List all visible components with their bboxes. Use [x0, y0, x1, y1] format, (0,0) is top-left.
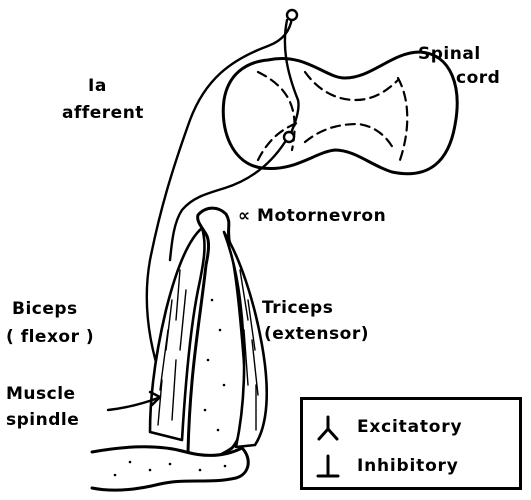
ia-afferent-label-line2: afferent — [62, 103, 144, 123]
legend-row-excitatory: Excitatory — [313, 413, 518, 443]
ia-afferent-label-line1: Ia — [88, 76, 107, 96]
triceps-label-line1: Triceps — [262, 298, 333, 318]
legend-box: Excitatory Inhibitory — [300, 397, 522, 490]
muscle-spindle-label-line2: spindle — [6, 410, 79, 430]
motorneuron-label: ∝ Motornevron — [238, 206, 386, 226]
spinal-cord-outline — [223, 52, 457, 174]
spinal-cord-label-line2: cord — [456, 68, 500, 88]
synapse-circle — [284, 132, 294, 142]
biceps-label-line2: ( flexor ) — [6, 327, 94, 347]
dorsal-root-ganglion — [287, 10, 297, 20]
excitatory-synapse-icon — [313, 413, 343, 443]
legend-row-inhibitory: Inhibitory — [313, 452, 518, 482]
inhibitory-synapse-icon — [313, 452, 343, 482]
legend-label-inhibitory: Inhibitory — [357, 456, 459, 476]
muscle-spindle-label-line1: Muscle — [6, 384, 76, 404]
afferent-central-branch — [285, 20, 299, 135]
triceps-label-line2: (extensor) — [264, 324, 369, 344]
spinal-cord-label-line1: Spinal — [418, 44, 481, 64]
forearm-bone — [92, 447, 248, 490]
biceps-label-line1: Biceps — [12, 299, 78, 319]
legend-label-excitatory: Excitatory — [357, 417, 462, 437]
